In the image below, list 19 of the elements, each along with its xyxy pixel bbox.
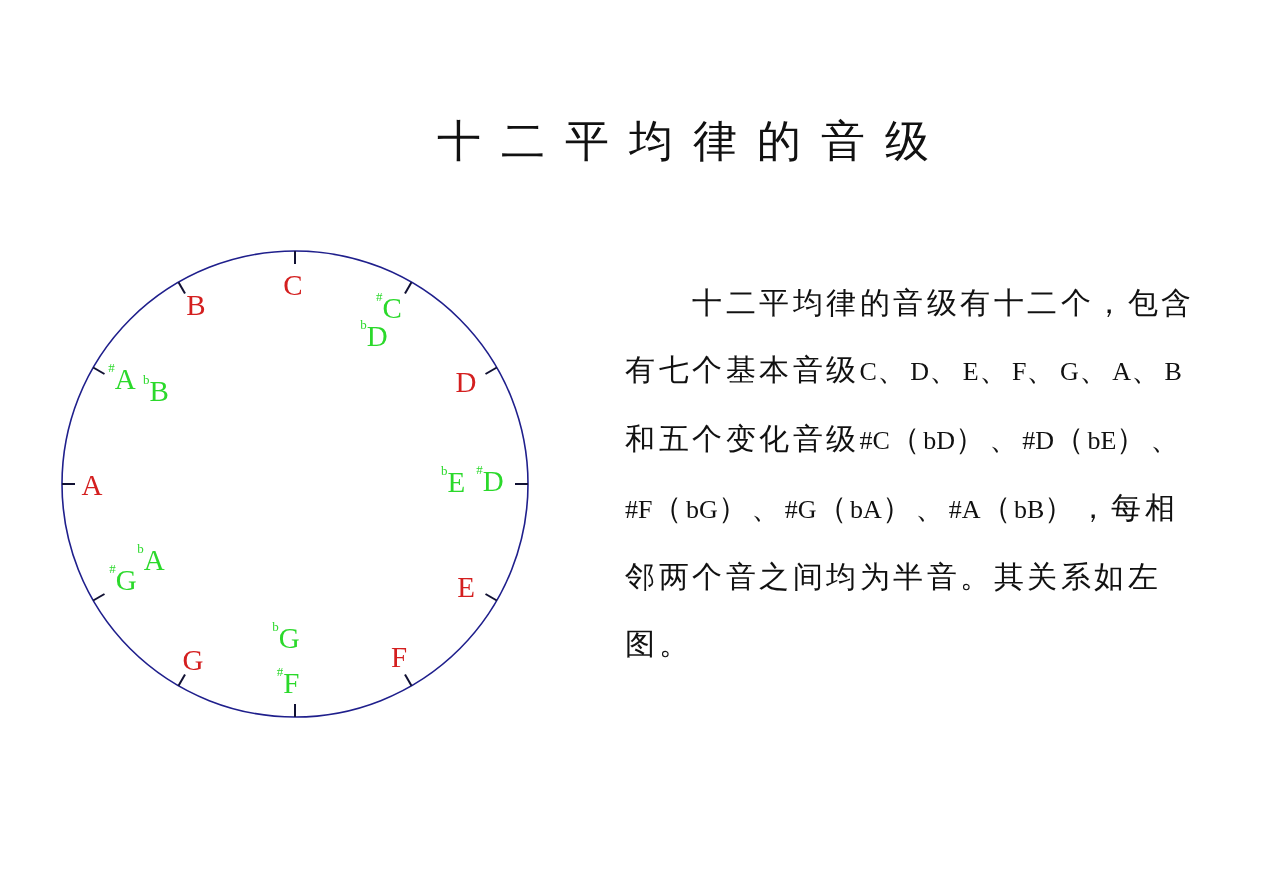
note-name: E	[457, 572, 475, 602]
note-name: A	[81, 470, 103, 500]
note-name: D	[455, 367, 477, 397]
note-name: $^{b}$B	[143, 376, 169, 406]
note-name: $^{#}$F	[276, 668, 300, 698]
note-name: $^{#}$G	[109, 565, 137, 595]
note-name: $^{b}$D	[360, 321, 388, 351]
note-name: $^{#}$C	[376, 293, 402, 323]
note-name: $^{b}$E	[440, 467, 466, 497]
note-name: $^{b}$G	[272, 623, 300, 653]
note-name: C	[283, 270, 303, 300]
description-paragraph: 十二平均律的音级有十二个，包含有七个基本音级C、D、E、F、G、A、B和五个变化音级#C（bD）、#D（bE）、#F（bG）、#G（bA）、#A（bB），每相邻两个音之间均为半音。其关系如左图。	[625, 285, 1196, 662]
note-name: B	[186, 290, 206, 320]
title: 十二平均律的音级	[437, 116, 949, 168]
note-name: $^{#}$D	[476, 466, 504, 496]
note-name: G	[182, 645, 204, 675]
note-name: $^{b}$A	[137, 545, 165, 575]
note-name: F	[390, 642, 408, 672]
note-name: $^{#}$A	[108, 364, 136, 394]
